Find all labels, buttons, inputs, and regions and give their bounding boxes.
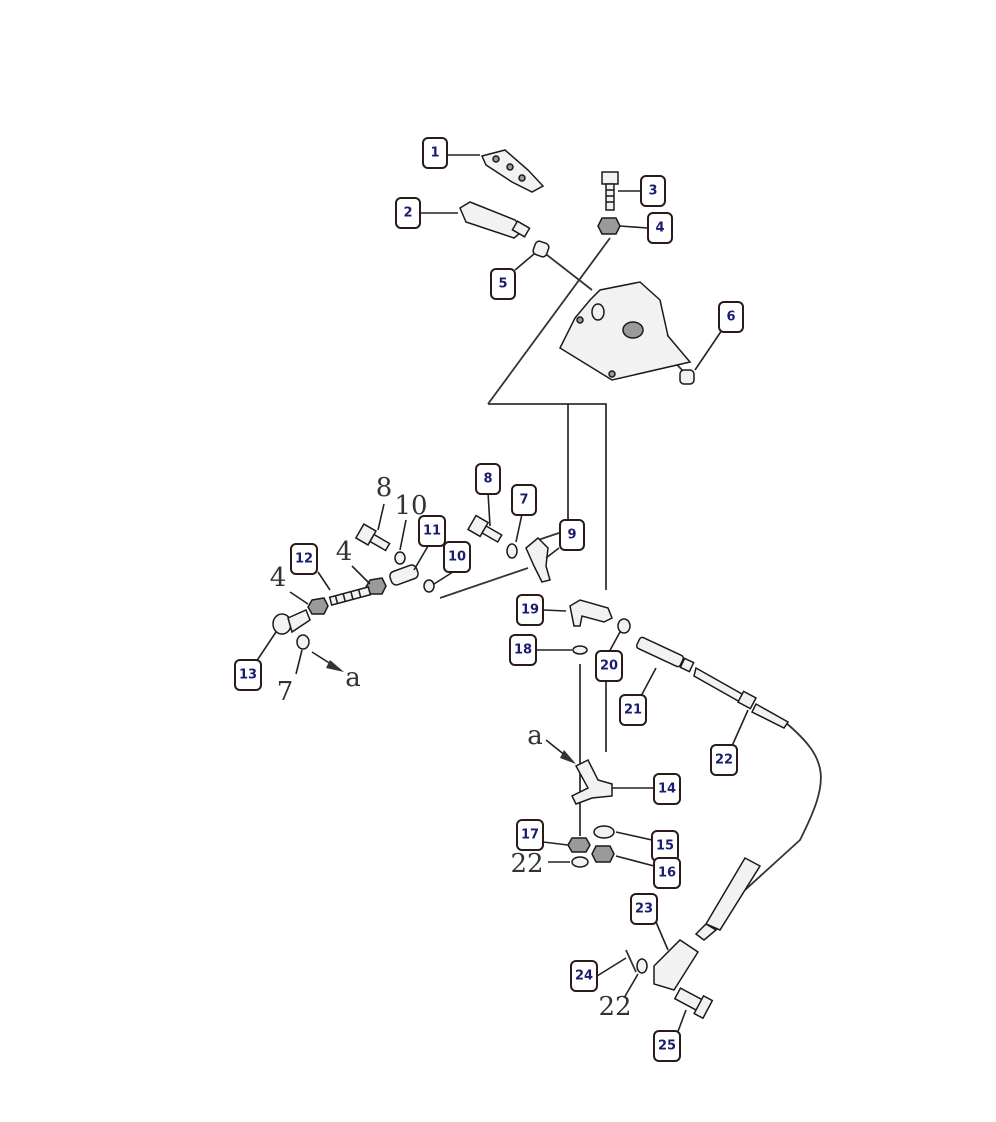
housing-part xyxy=(559,281,692,381)
plain-label: 22 xyxy=(598,992,631,1022)
turnbuckle-part xyxy=(635,636,685,668)
callout-16: 16 xyxy=(653,857,681,889)
svg-text:8: 8 xyxy=(483,472,492,487)
svg-text:2: 2 xyxy=(403,206,412,221)
sleeve-part xyxy=(389,564,419,586)
bellcrank-part xyxy=(570,758,613,805)
callout-20: 20 xyxy=(595,650,623,682)
cable-part xyxy=(679,657,790,729)
clevis-part xyxy=(525,536,551,583)
callout-19: 19 xyxy=(516,594,544,626)
nut-part xyxy=(597,217,621,235)
callout-4: 4 xyxy=(647,212,673,244)
callout-23: 23 xyxy=(630,893,658,925)
plain-label: 22 xyxy=(510,849,543,879)
callout-22: 22 xyxy=(710,744,738,776)
svg-text:22: 22 xyxy=(715,753,733,768)
callout-3: 3 xyxy=(640,175,666,207)
plain-label: 7 xyxy=(277,677,294,707)
callout-15: 15 xyxy=(651,830,679,862)
callout-21: 21 xyxy=(619,694,647,726)
callout-14: 14 xyxy=(653,773,681,805)
callout-12: 12 xyxy=(290,543,318,575)
callout-24: 24 xyxy=(570,960,598,992)
parts xyxy=(272,149,790,1020)
svg-text:9: 9 xyxy=(567,528,576,543)
pin-part xyxy=(625,949,637,973)
svg-text:20: 20 xyxy=(600,659,618,674)
svg-text:24: 24 xyxy=(575,969,593,984)
washer-part xyxy=(506,543,518,559)
svg-text:7: 7 xyxy=(519,493,528,508)
bolt-part-25 xyxy=(673,987,714,1020)
bolt-part-upper xyxy=(466,514,503,543)
callout-13: 13 xyxy=(234,659,262,691)
svg-text:6: 6 xyxy=(726,310,735,325)
svg-text:1: 1 xyxy=(430,146,439,161)
plain-label: 8 xyxy=(376,473,393,503)
bolt-part-left xyxy=(354,523,391,552)
ball-joint-part xyxy=(272,608,311,635)
plain-label: 4 xyxy=(270,563,287,593)
svg-text:14: 14 xyxy=(658,782,676,797)
callout-8: 8 xyxy=(475,463,501,495)
plain-label: a xyxy=(345,663,361,693)
plate-part xyxy=(480,149,545,193)
bushing-part xyxy=(532,240,550,258)
rod-part xyxy=(328,586,372,606)
svg-text:11: 11 xyxy=(423,524,441,539)
callout-10: 10 xyxy=(443,541,471,573)
svg-text:12: 12 xyxy=(295,552,313,567)
plain-label: a xyxy=(527,721,543,751)
lever-part xyxy=(459,201,526,239)
callout-17: 17 xyxy=(516,819,544,851)
callout-18: 18 xyxy=(509,634,537,666)
callout-1: 1 xyxy=(422,137,448,169)
leader-lines xyxy=(255,154,749,1035)
callout-7: 7 xyxy=(511,484,537,516)
svg-text:23: 23 xyxy=(635,902,653,917)
svg-text:5: 5 xyxy=(498,277,507,292)
bolt-part xyxy=(601,171,619,211)
svg-text:15: 15 xyxy=(656,839,674,854)
callout-25: 25 xyxy=(653,1030,681,1062)
svg-text:17: 17 xyxy=(521,828,539,843)
plain-label: 4 xyxy=(336,537,353,567)
callout-6: 6 xyxy=(718,301,744,333)
svg-text:16: 16 xyxy=(658,866,676,881)
callouts: 1 2 3 4 5 6 8 7 9 11 10 12 13 19 18 20 2… xyxy=(234,137,744,1062)
svg-text:13: 13 xyxy=(239,668,257,683)
washer-part-15 xyxy=(593,825,615,839)
callout-2: 2 xyxy=(395,197,421,229)
svg-text:10: 10 xyxy=(448,550,466,565)
plain-labels: 8 10 4 4 7 a a 22 22 xyxy=(270,473,632,1022)
svg-text:19: 19 xyxy=(521,603,539,618)
svg-text:21: 21 xyxy=(624,703,642,718)
svg-text:25: 25 xyxy=(658,1039,676,1054)
callout-5: 5 xyxy=(490,268,516,300)
callout-11: 11 xyxy=(418,515,446,547)
elbow-part xyxy=(569,599,613,627)
block-part xyxy=(653,939,700,991)
callout-9: 9 xyxy=(559,519,585,551)
cap-part xyxy=(679,369,695,385)
svg-text:18: 18 xyxy=(514,643,532,658)
svg-text:4: 4 xyxy=(655,221,664,236)
svg-text:3: 3 xyxy=(648,184,657,199)
